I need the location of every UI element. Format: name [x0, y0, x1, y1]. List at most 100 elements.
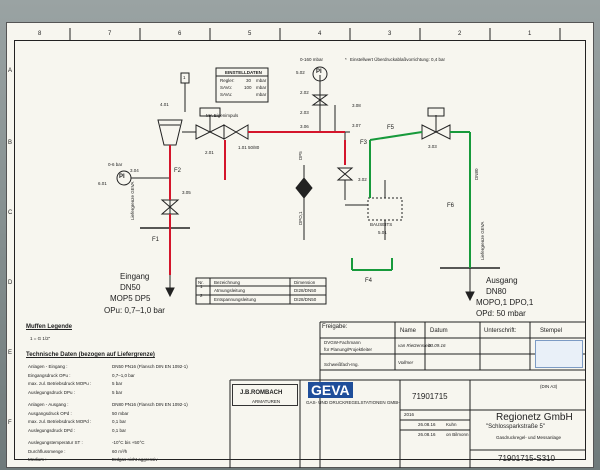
pipe-label: DN80 [474, 168, 479, 180]
drawing-number: 71901715 [412, 392, 448, 401]
tag: F1 [152, 237, 160, 243]
dvgw-label: DVGW-Fachmann [324, 340, 361, 345]
tag: BAUSEITS [370, 222, 393, 227]
revision-date: 26.08.16 [418, 422, 436, 427]
settings-label: SAVo: [220, 85, 233, 90]
tech-label: Auslegungsdruck DPd : [28, 427, 76, 433]
tech-value: 0,1 bar [112, 419, 127, 424]
tag: 3.02 [358, 177, 367, 182]
grid-number: 8 [38, 31, 42, 37]
drawing-format: (DIN A3) [540, 384, 558, 389]
name-header: Name [400, 328, 417, 334]
tag: 2 [200, 293, 203, 298]
rombach-box [232, 384, 298, 406]
tech-value: 50 mbar [112, 410, 129, 416]
tech-label: Ausgangsdruck OPd : [28, 410, 72, 416]
tech-value: 0,7–1,0 bar [112, 372, 135, 378]
geva-sub: GAS- UND DRUCKREGELSTATIONEN GMBH [306, 400, 401, 405]
gauge-tag: 6.01 [98, 181, 107, 186]
tag: 3.07 [352, 123, 361, 128]
rombach-name: J.B.ROMBACH [240, 390, 283, 396]
legend-header: Dimension [294, 280, 316, 285]
grid-number: 1 [528, 31, 532, 37]
grid-letter: C [8, 210, 13, 216]
grid-letter: B [8, 140, 13, 146]
tech-value: 5 bar [112, 389, 123, 395]
tech-label: Anlagen - Ausgang : [28, 402, 69, 407]
signature-name: van Rietzenstein [398, 343, 432, 348]
gauge-symbol: PI [119, 174, 125, 180]
grid-letter: A [8, 68, 13, 74]
tech-value: Erdgas nicht aggressiv [112, 457, 158, 462]
legend-cell: DI28/DN50 [294, 297, 317, 302]
tag: 5.01 [378, 230, 387, 235]
inlet-mop: MOP5 DP5 [110, 294, 151, 303]
gauge-range: 0-160 mbar [300, 57, 324, 62]
client-sub: Gasdruckregel- und Messanlage [496, 435, 562, 440]
tag: 1.01 50/80 [238, 145, 260, 150]
tech-value: DN80 PN16 (Flansch DIN EN 1092-1) [112, 402, 188, 407]
client-address: "Schlossparkstraße 5" [486, 424, 545, 430]
tech-title: Technische Daten (bezogen auf Liefergren… [26, 352, 155, 358]
inlet-dn: DN50 [120, 283, 141, 292]
star-note: * [345, 57, 347, 62]
geva-logo: GEVA [308, 382, 353, 398]
settings-label: SAVu: [220, 92, 233, 97]
settings-label: Regler: [220, 78, 235, 83]
schweiss-label: Schweißfach-Ing. [324, 362, 359, 367]
stempel-header: Stempel [540, 328, 563, 334]
grid-number: 4 [318, 31, 322, 37]
freigabe-label: Freigabe: [322, 324, 348, 330]
grid-number: 7 [108, 31, 112, 37]
settings-unit: mbar [256, 78, 267, 83]
tag: F5 [387, 125, 395, 131]
gauge-range: 0-6 bar [108, 162, 123, 167]
tech-value: -10°C bis +50°C [112, 440, 145, 445]
client-name: Regionetz GmbH [496, 412, 573, 423]
tag: MA Eigenimpuls [206, 113, 239, 118]
tech-value: 60 m³/h [112, 448, 128, 454]
grid-letter: F [8, 420, 12, 426]
tag: DP5 [298, 151, 303, 160]
planung-label: für Planung/Projektleiter [324, 347, 373, 352]
settings-unit: mbar [256, 92, 267, 97]
tech-label: Medium : [28, 457, 47, 462]
grid-number: 2 [458, 31, 462, 37]
grid-letter: E [8, 350, 13, 356]
revision-by: on Bilmonn [446, 432, 469, 437]
datum-header: Datum [430, 328, 448, 334]
tag: 3.06 [300, 124, 309, 129]
revision-by: Kuhn [446, 422, 457, 427]
revision-date: 26.08.16 [418, 432, 436, 437]
legend-cell: Entspannungsleitung [214, 297, 257, 302]
inlet-opu: OPu: 0,7–1,0 bar [104, 306, 165, 315]
settings-value: 30 [246, 78, 252, 83]
legend-header: Nr. [198, 280, 204, 285]
tag: 3.04 [130, 168, 139, 173]
grid-number: 3 [388, 31, 392, 37]
signature-date: 03.09.16 [428, 343, 446, 348]
company-stamp [535, 340, 583, 368]
grid-number: 6 [178, 31, 182, 37]
legend-cell: Atmungsleitung [214, 288, 246, 293]
settings-value: 100 [244, 85, 252, 90]
tech-label: Anlagen - Eingang : [28, 364, 68, 369]
outlet-dn: DN80 [486, 287, 507, 296]
tech-label: max. zul. Betriebsdruck MOPu : [28, 381, 92, 386]
muffen-row: 1 = G 1/2" [30, 336, 51, 341]
tag: F4 [365, 278, 373, 284]
liefergrenze-right: Liefergrenze GEVA [480, 221, 485, 260]
rombach-sub: ARMATUREN [252, 399, 281, 404]
tag: F3 [360, 140, 368, 146]
gauge-symbol: PI [316, 69, 322, 75]
tag: F6 [447, 203, 455, 209]
tag: 1 [183, 75, 186, 80]
settings-title: EINSTELLDATEN [225, 70, 262, 75]
tag: 3.03 [428, 144, 437, 149]
gauge-note: Einstellwert Überdruckablaßvorrichtung: … [350, 57, 446, 62]
tag: 1 [200, 284, 203, 289]
tag: 2.02 [300, 90, 309, 95]
inlet-title: Eingang [120, 272, 150, 281]
outlet-mop: MOPO,1 DPO,1 [476, 298, 534, 307]
grid-letter: D [8, 280, 13, 286]
